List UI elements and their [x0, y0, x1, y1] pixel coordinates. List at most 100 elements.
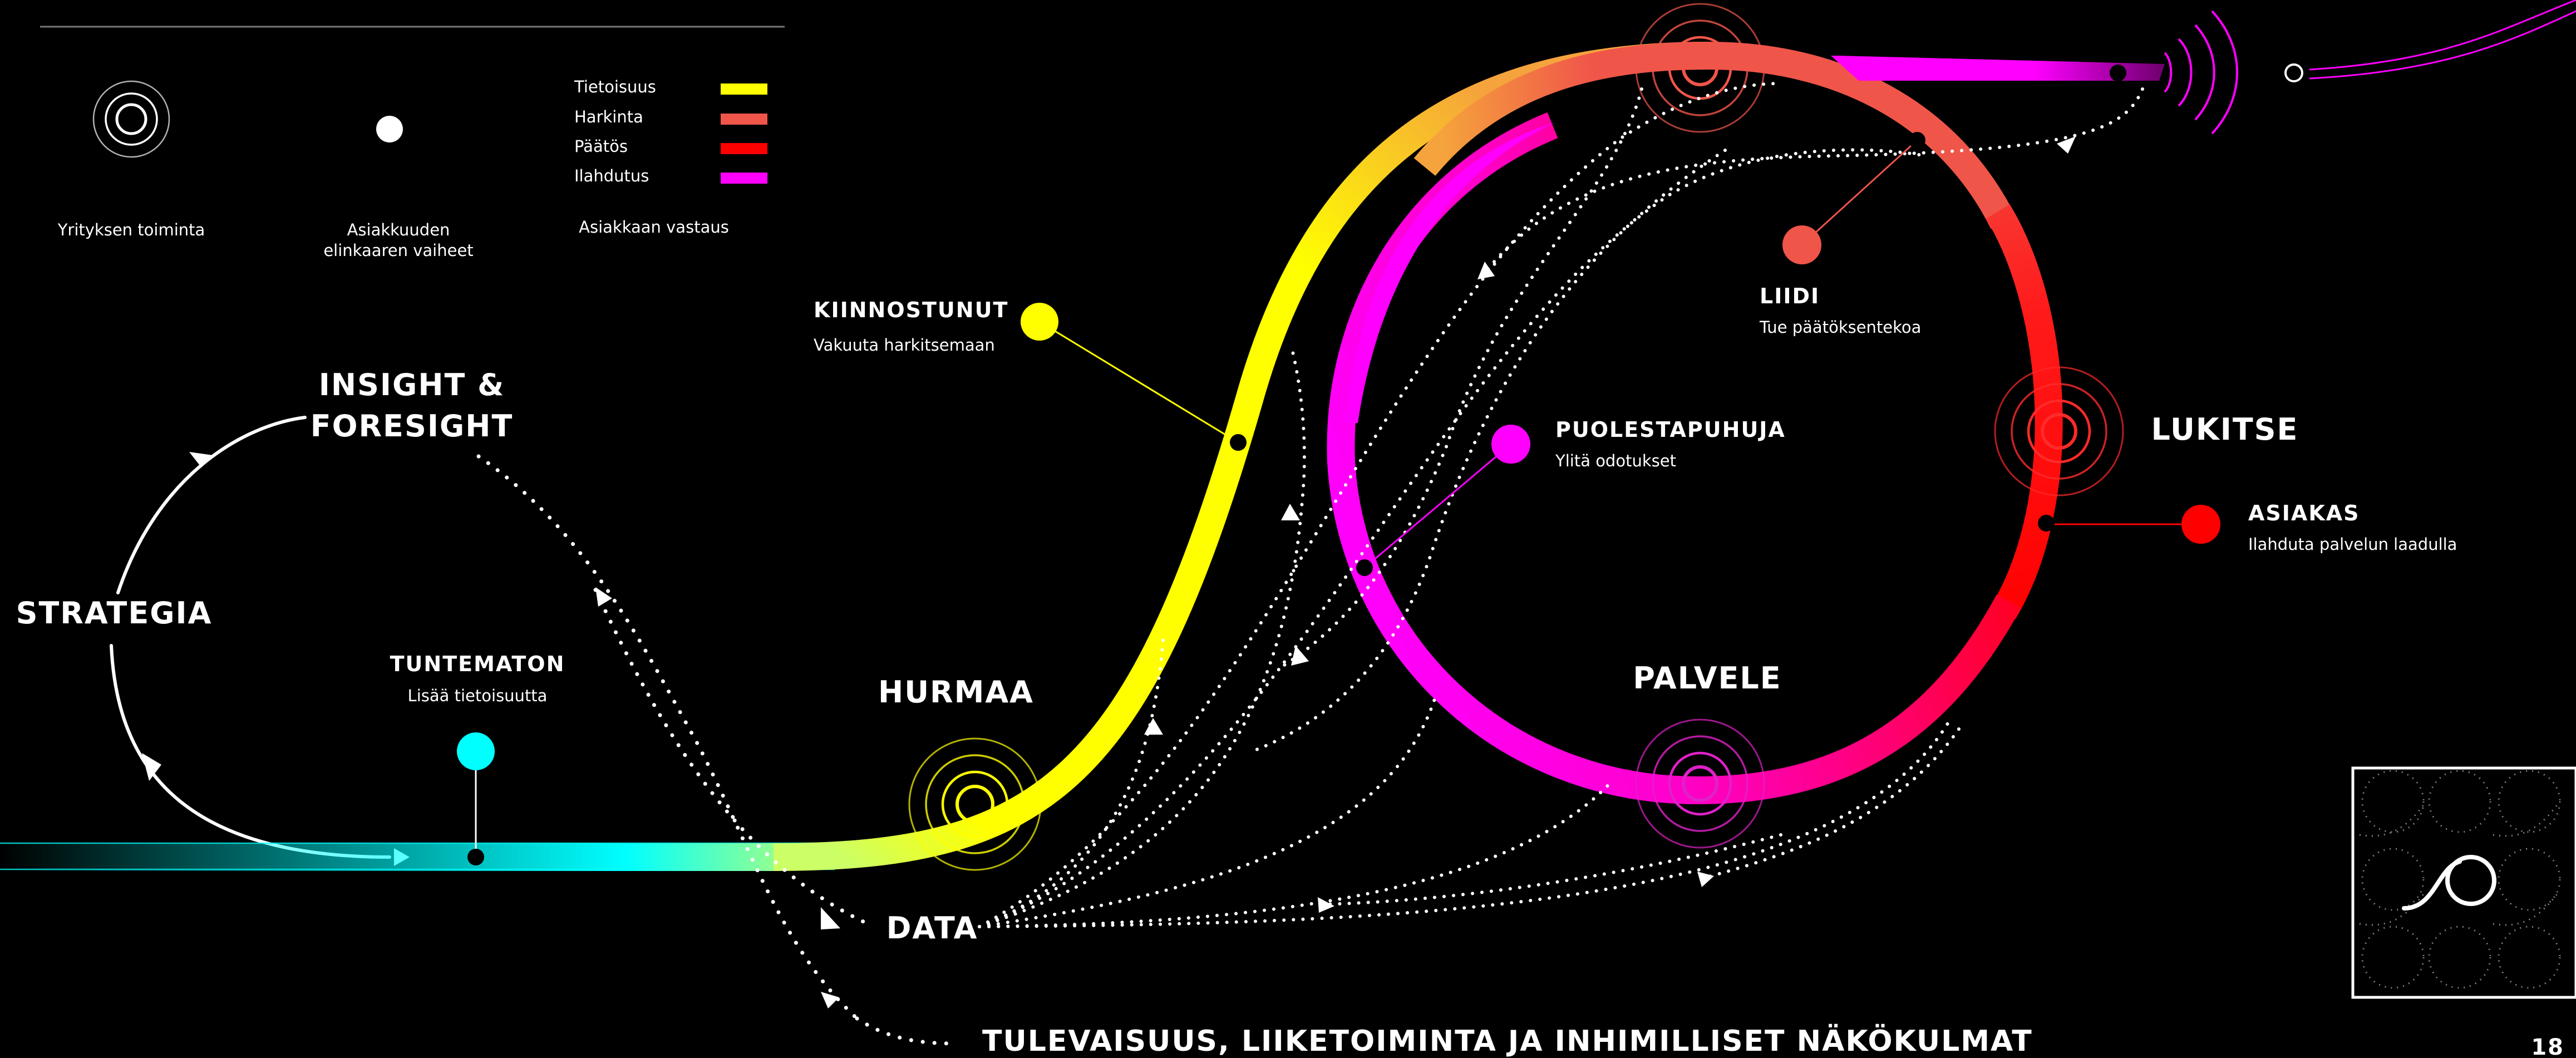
strategy-loop [110, 416, 391, 859]
flow-arrow-2 [821, 907, 840, 929]
brand-logo-mark-ring [2445, 855, 2496, 906]
liidi-title: LIIDI [1760, 284, 1820, 308]
delight-top-exit-line [1831, 56, 2165, 81]
asiakas-stage-dot [2181, 505, 2220, 544]
brand-logo-pattern [2359, 770, 2561, 989]
brand-logo [2351, 766, 2576, 999]
asiakas-ribbon-marker [2038, 515, 2055, 532]
legend-item-delight-label: Ilahdutus [574, 166, 649, 185]
kiinnostunut-ribbon-marker [1230, 434, 1247, 451]
tuntematon-title: TUNTEMATON [390, 652, 565, 676]
asiakas-subtitle: Ilahduta palvelun laadulla [2248, 535, 2457, 554]
tuntematon-subtitle: Lisää tietoisuutta [408, 686, 548, 705]
legend-item-delight-swatch [721, 173, 767, 184]
lifecycle-stage-dot-icon [376, 116, 403, 142]
flow-loop-inner-2 [1250, 149, 1727, 753]
flow-data-to-right [978, 722, 1949, 928]
flow-return-right [1701, 727, 1961, 880]
loop-arc-strategia-to-cyan [110, 644, 391, 859]
legend-item-awareness-label: Tietoisuus [574, 77, 656, 96]
kiinnostunut-connector [1039, 321, 1239, 444]
legend-lifecycle-label-line1: Asiakkuuden [347, 220, 450, 239]
flow-arrow-9 [1318, 897, 1334, 913]
liidi-connector [1801, 139, 1918, 246]
puolestapuhuja-stage-dot [1491, 425, 1530, 464]
flow-data-to-top [978, 82, 1782, 928]
legend-response-label: Asiakkaan vastaus [579, 218, 729, 237]
flow-arrow-4 [1281, 504, 1300, 520]
flow-arrow-5 [1144, 718, 1163, 735]
flow-data-to-palvele [978, 694, 1437, 928]
legend-item-consideration-label: Harkinta [574, 107, 643, 126]
tuntematon-stage-dot [457, 732, 495, 770]
flow-arrow-7 [1477, 262, 1495, 279]
asiakas-title: ASIAKAS [2248, 501, 2360, 525]
decision-segment [1986, 204, 2063, 619]
palvele-label: PALVELE [1633, 661, 1781, 696]
liidi-stage-dot [1782, 225, 1821, 264]
loop-arrow-1 [189, 452, 213, 468]
journey-ribbon [0, 0, 2576, 871]
puolestapuhuja-ribbon-marker [1356, 559, 1373, 576]
signal-wave-4 [2211, 10, 2238, 135]
top-exit-node [2284, 63, 2303, 82]
hurmaa-label: HURMAA [878, 675, 1034, 710]
flow-data-to-kiinnostunut [978, 343, 1306, 928]
flow-insight-to-data [593, 588, 870, 926]
legend-company-action-label: Yrityksen toiminta [57, 220, 205, 239]
legend-item-awareness-swatch [721, 83, 767, 95]
liidi-ribbon-marker [1909, 132, 1925, 149]
flow-arrow-6 [1291, 646, 1309, 666]
flow-loop-inner-1 [1278, 87, 1643, 670]
kiinnostunut-stage-dot [1021, 303, 1058, 341]
signal-wave-1 [2164, 52, 2173, 93]
flow-arrow-1 [595, 587, 612, 607]
top-exit-ribbon-marker [2110, 65, 2126, 81]
company-action-icon [92, 80, 170, 158]
kiinnostunut-title: KIINNOSTUNUT [814, 298, 1008, 322]
legend-item-consideration-swatch [721, 114, 767, 125]
signal-waves [2164, 10, 2238, 135]
legend: Yrityksen toiminta Asiakkuuden elinkaare… [40, 26, 785, 260]
legend-item-decision-swatch [721, 143, 767, 154]
hurmaa-action-icon [908, 737, 1042, 871]
kiinnostunut-subtitle: Vakuuta harkitsemaan [814, 336, 995, 355]
lukitse-label: LUKITSE [2151, 412, 2299, 447]
brand-logo-frame [2351, 766, 2576, 999]
loop-arc-insight-to-strategia [116, 416, 307, 594]
flow-arrow-3 [821, 992, 839, 1008]
flow-data-to-bottom [978, 777, 1615, 928]
data-flow-lines [476, 82, 2144, 1046]
puolestapuhuja-title: PUOLESTAPUHUJA [1555, 417, 1786, 442]
loop-top-segment [1413, 41, 2016, 229]
flow-arrow-8 [2057, 136, 2076, 154]
footer-title: TULEVAISUUS, LIIKETOIMINTA JA INHIMILLIS… [982, 1023, 2033, 1058]
flow-future-to-footer [855, 1016, 959, 1046]
flow-insight-to-future [476, 454, 859, 1021]
tuntematon-ribbon-marker [467, 849, 484, 865]
lukitse-action-icon [1994, 366, 2124, 496]
signal-wave-3 [2194, 24, 2215, 121]
puolestapuhuja-subtitle: Ylitä odotukset [1555, 451, 1676, 470]
top-action-icon [1635, 3, 1765, 133]
flow-return-to-data [1317, 833, 1782, 906]
data-label: DATA [886, 911, 978, 946]
legend-item-decision-label: Päätös [574, 137, 628, 156]
flow-top-exit-to-circle [1479, 87, 2144, 280]
delight-top-exit-outline [2309, 0, 2576, 71]
strategia-label: STRATEGIA [16, 596, 213, 631]
insight-foresight-title-line1: INSIGHT & [319, 367, 505, 402]
flow-arrowheads [595, 136, 2076, 1008]
legend-lifecycle-label-line2: elinkaaren vaiheet [323, 241, 473, 260]
delight-tail-crescent [1346, 122, 1555, 423]
flow-data-to-liidi [978, 148, 1927, 928]
loop-arrow-2 [142, 753, 161, 781]
liidi-subtitle: Tue päätöksentekoa [1759, 318, 1921, 337]
delight-top-exit-outline-2 [2309, 10, 2576, 80]
insight-foresight-title-line2: FORESIGHT [311, 409, 514, 444]
flow-data-to-hurmaa [978, 638, 1165, 928]
palvele-action-icon [1635, 719, 1765, 849]
signal-wave-2 [2178, 38, 2193, 107]
page-number: 18 [2531, 1035, 2564, 1058]
